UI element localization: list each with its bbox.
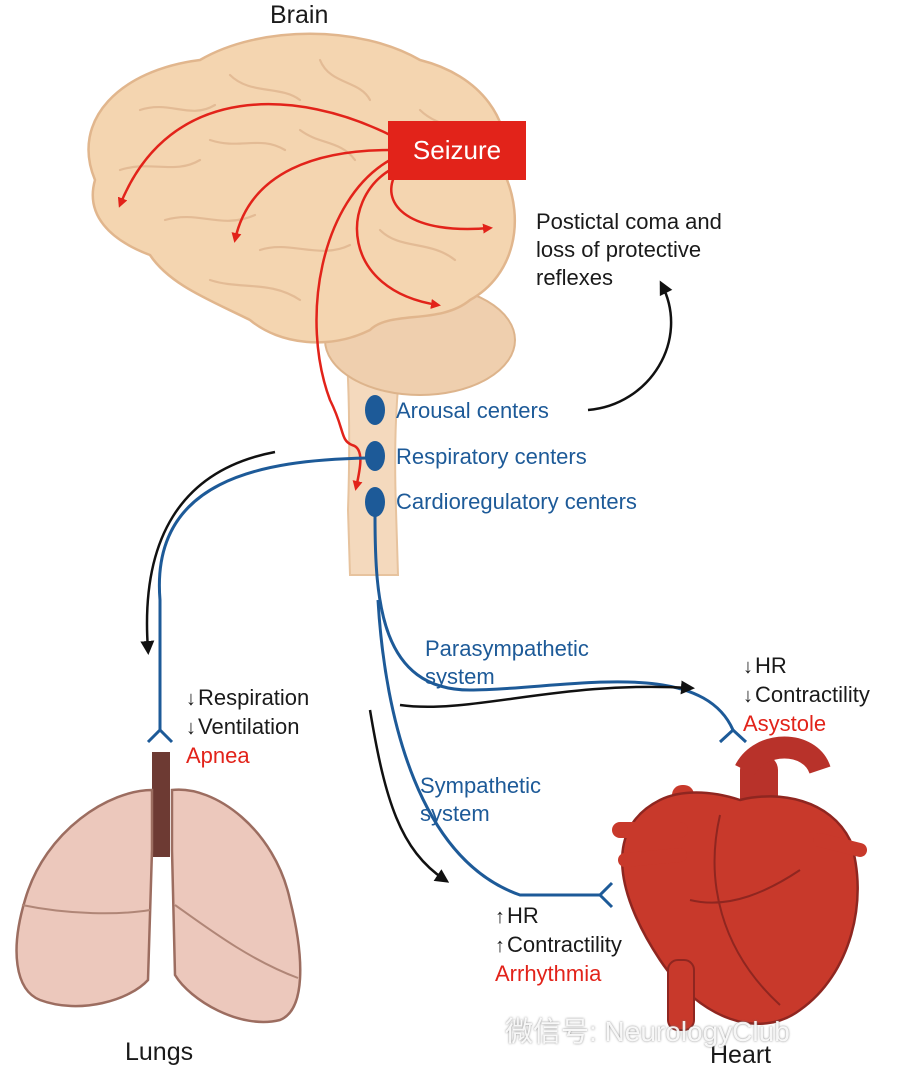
- parasympathetic-line-1: Parasympathetic: [425, 636, 589, 661]
- down-arrow-icon: ↓: [743, 685, 753, 707]
- lungs-label: Lungs: [125, 1038, 194, 1066]
- up-arrow-icon: ↑: [495, 906, 505, 928]
- parasympathetic-nerve: [373, 514, 735, 731]
- trachea: [152, 752, 170, 857]
- seizure-label: Seizure: [412, 135, 502, 165]
- watermark-text: 微信号: NeurologyClub: [505, 1016, 790, 1047]
- ventilation-label: Ventilation: [198, 714, 300, 739]
- right-lung: [170, 788, 302, 1024]
- arousal-to-postictal-arrow: [587, 280, 673, 412]
- asystole-label: Asystole: [743, 711, 827, 736]
- symp-hr-label: HR: [507, 903, 539, 928]
- up-arrow-icon: ↑: [495, 935, 505, 957]
- lung-effects: ↓Respiration ↓Ventilation Apnea: [186, 684, 309, 770]
- sympathetic-system-label: Sympathetic system: [420, 772, 541, 828]
- sympathetic-effects: ↑HR ↑Contractility Arrhythmia: [495, 902, 622, 988]
- lung-nerve-terminal: [146, 727, 174, 744]
- respiratory-center-node: [365, 441, 385, 471]
- respiratory-centers-label: Respiratory centers: [396, 444, 587, 469]
- seizure-box: Seizure: [388, 121, 526, 180]
- respiration-label: Respiration: [198, 685, 310, 710]
- heart-illustration: [612, 736, 867, 1031]
- brain-label: Brain: [270, 1, 329, 29]
- brain-cerebrum: [87, 32, 517, 344]
- postictal-label: Postictal coma and loss of protective re…: [536, 208, 722, 292]
- arrhythmia-label: Arrhythmia: [495, 961, 602, 986]
- parasympathetic-system-label: Parasympathetic system: [425, 635, 589, 691]
- parasympathetic-effects: ↓HR ↓Contractility Asystole: [743, 652, 870, 738]
- down-arrow-icon: ↓: [186, 688, 196, 710]
- heart-label: Heart: [710, 1041, 772, 1069]
- right-lung-lobe-line: [174, 904, 299, 979]
- postictal-line-2: loss of protective: [536, 237, 702, 262]
- down-arrow-icon: ↓: [186, 717, 196, 739]
- para-contractility-label: Contractility: [755, 682, 870, 707]
- postictal-line-1: Postictal coma and: [536, 209, 722, 234]
- sympathetic-nerve: [376, 599, 600, 897]
- sympathetic-effect-arrow: [368, 709, 450, 883]
- sympathetic-line-1: Sympathetic: [420, 773, 542, 798]
- parasympathetic-nerve-terminal: [718, 727, 748, 744]
- down-arrow-icon: ↓: [743, 656, 753, 678]
- para-hr-label: HR: [755, 653, 787, 678]
- respiratory-effect-arrow: [140, 450, 276, 655]
- left-lung-lobe-line: [21, 904, 151, 915]
- arousal-center-node: [365, 395, 385, 425]
- left-lung: [15, 788, 154, 1008]
- symp-contractility-label: Contractility: [507, 932, 622, 957]
- parasympathetic-effect-arrow: [399, 680, 695, 709]
- cardioregulatory-center-node: [365, 487, 385, 517]
- respiratory-nerve: [157, 456, 369, 730]
- sympathetic-nerve-terminal: [597, 881, 614, 909]
- sympathetic-line-2: system: [420, 801, 490, 826]
- cardioregulatory-centers-label: Cardioregulatory centers: [396, 489, 637, 514]
- parasympathetic-line-2: system: [425, 664, 495, 689]
- seizure-spread-arrows: [117, 102, 493, 491]
- apnea-label: Apnea: [186, 743, 250, 768]
- arousal-centers-label: Arousal centers: [396, 398, 549, 423]
- postictal-line-3: reflexes: [536, 265, 614, 290]
